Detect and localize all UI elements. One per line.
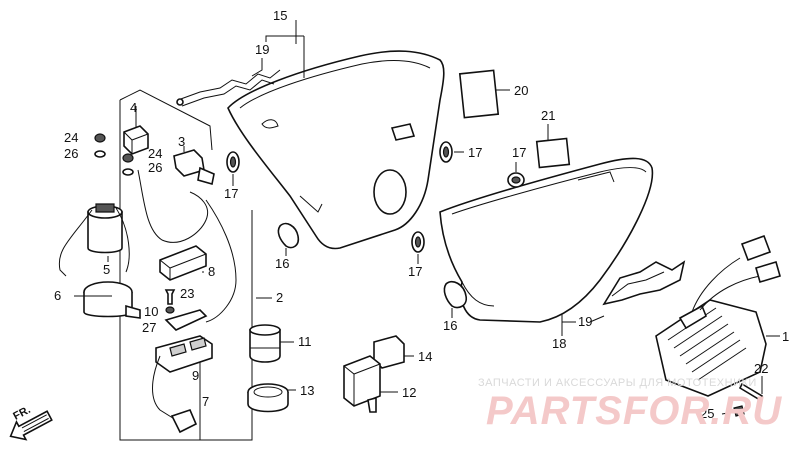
front-direction-arrow: FR. (9, 404, 53, 441)
emblem-strip-right (602, 260, 686, 306)
cap-11 (249, 324, 281, 363)
connector-3 (173, 149, 215, 186)
nut-24-left (94, 133, 106, 143)
leader-lines (74, 20, 780, 415)
callout-24-left: 24 (64, 130, 78, 145)
screw-23 (164, 289, 176, 305)
callout-15: 15 (273, 8, 287, 23)
washer-26-right (122, 168, 134, 176)
callout-16-b: 16 (443, 318, 457, 333)
callout-17-d: 17 (408, 264, 422, 279)
callout-4: 4 (130, 100, 137, 115)
callout-13: 13 (300, 383, 314, 398)
callout-2: 2 (276, 290, 283, 305)
callout-10: 10 (144, 304, 158, 319)
relay-12 (343, 355, 381, 413)
callout-8: 8 (208, 264, 215, 279)
grommet-17-d (411, 231, 425, 253)
callout-6: 6 (54, 288, 61, 303)
washer-10 (165, 306, 175, 314)
callout-22: 22 (754, 361, 768, 376)
emblem-strip-left (176, 69, 281, 107)
callout-17-c: 17 (512, 145, 526, 160)
regulator-rectifier-1 (655, 234, 781, 397)
grommet-17-b (439, 141, 453, 163)
bracket-27 (164, 309, 208, 331)
callout-24-right: 24 (148, 146, 162, 161)
callout-19-right: 19 (578, 314, 592, 329)
callout-7: 7 (202, 394, 209, 409)
watermark-subtitle: ЗАПЧАСТИ И АКСЕССУАРЫ ДЛЯ МОТОТЕХНИКИ (478, 377, 757, 389)
ignition-coil-5 (58, 203, 130, 277)
nut-24-right (122, 153, 134, 163)
grommet-16-b (443, 280, 468, 309)
callout-20: 20 (514, 83, 528, 98)
grommet-17-a (226, 151, 240, 173)
callout-17-a: 17 (224, 186, 238, 201)
callout-9: 9 (192, 368, 199, 383)
callout-27: 27 (142, 320, 156, 335)
watermark: ЗАПЧАСТИ И АКСЕССУАРЫ ДЛЯ МОТОТЕХНИКИ PA… (478, 377, 782, 433)
callout-16-a: 16 (275, 256, 289, 271)
grommet-17-c (507, 172, 525, 188)
fuse-box-8 (159, 245, 207, 281)
nut-25 (733, 405, 745, 417)
callout-26-right: 26 (148, 160, 162, 175)
callout-1: 1 (782, 329, 789, 344)
callout-14: 14 (418, 349, 432, 364)
ring-13 (247, 383, 289, 413)
callout-21: 21 (541, 108, 555, 123)
right-side-cover (439, 157, 654, 323)
plate-21 (535, 137, 571, 169)
callout-26-left: 26 (64, 146, 78, 161)
left-side-cover (227, 50, 445, 250)
callout-11: 11 (298, 334, 312, 349)
grommet-16-a (277, 222, 300, 249)
plate-20 (458, 69, 500, 119)
callout-5: 5 (103, 262, 110, 277)
callout-25: 25 (700, 406, 714, 421)
callout-23: 23 (180, 286, 194, 301)
callout-18: 18 (552, 336, 566, 351)
bolt-22 (738, 382, 764, 402)
clamp-band-6 (83, 281, 141, 319)
harness-outline (119, 100, 201, 441)
washer-26-left (94, 150, 106, 158)
callout-labels: 15 19 20 21 17 17 4 3 24 26 24 26 17 16 … (54, 8, 789, 421)
watermark-logo: PARTSFOR.RU (486, 389, 782, 433)
callout-17-b: 17 (468, 145, 482, 160)
callout-19-left: 19 (255, 42, 269, 57)
callout-3: 3 (178, 134, 185, 149)
relay-4 (123, 125, 149, 155)
fuse-holder-9 (152, 335, 213, 434)
callout-12: 12 (402, 385, 416, 400)
